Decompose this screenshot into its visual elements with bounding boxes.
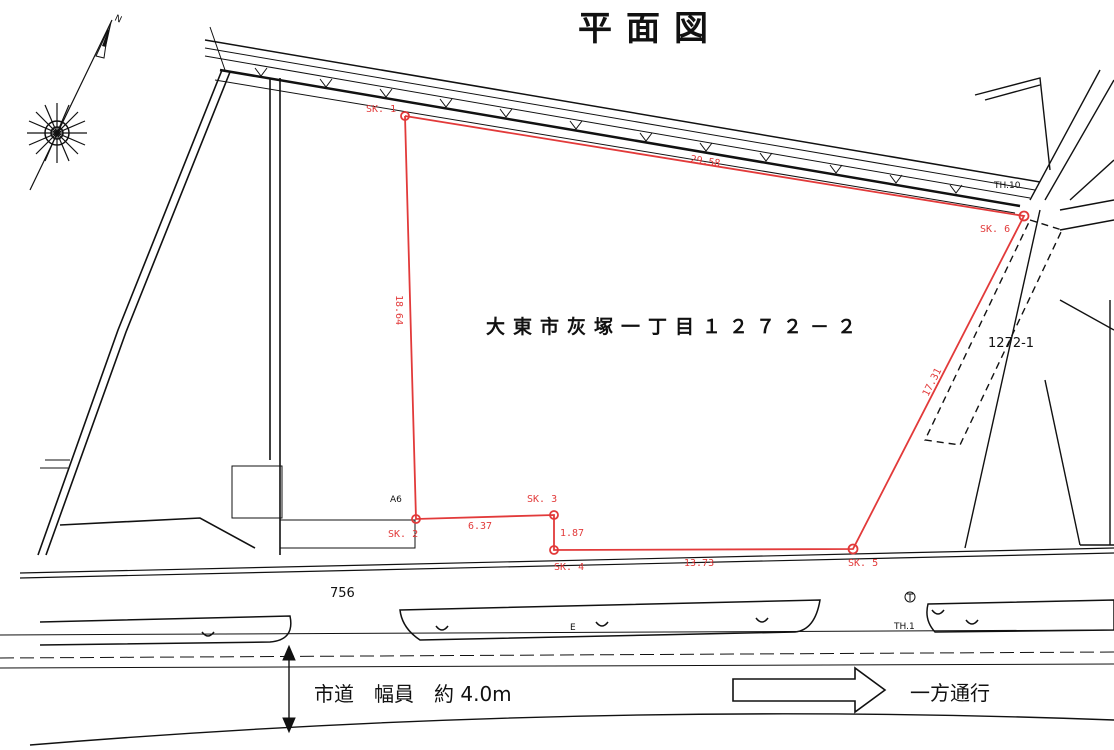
- survey-point-label: SK. 3: [527, 494, 557, 505]
- road-width-label: 市道 幅員 約 4.0m: [314, 682, 512, 706]
- benchmark-th10-label: TH.10: [993, 181, 1021, 191]
- one-way-label: 一方通行: [910, 681, 990, 705]
- plan-title: 平面図: [578, 9, 722, 49]
- road-number-label: 756: [330, 586, 355, 601]
- left-parcel-outline: [37, 69, 416, 556]
- compass-icon: N: [27, 14, 123, 191]
- bottom-road-lines: [0, 547, 1114, 746]
- benchmark-th1-label: TH.1: [893, 622, 915, 632]
- edge-length-label: 1.87: [560, 528, 584, 539]
- adjacent-lot-label: 1272-1: [988, 336, 1034, 351]
- edge-length-label: 6.37: [468, 521, 492, 532]
- road-width-arrow: [282, 644, 296, 734]
- edge-length-label: 17.31: [921, 367, 944, 399]
- one-way-arrow-icon: [732, 666, 887, 714]
- benchmark-a6-label: A6: [390, 495, 402, 505]
- benchmark-e-label: E: [570, 623, 576, 633]
- survey-point-label: SK. 1: [366, 104, 396, 115]
- top-road-lines: [204, 26, 1041, 214]
- lot-boundary: [400, 111, 1030, 555]
- survey-point-label: SK. 6: [980, 224, 1010, 235]
- lot-address-label: 大東市灰塚一丁目１２７２－２: [486, 315, 864, 338]
- survey-point-label: SK. 4: [554, 562, 584, 573]
- edge-length-label: 29.58: [690, 154, 721, 170]
- right-parcel-outline: [923, 69, 1114, 549]
- north-label: N: [113, 14, 123, 26]
- edge-length-label: 13.73: [684, 558, 714, 569]
- fence-marks: [254, 67, 963, 194]
- road-curbs: [39, 599, 1114, 646]
- utility-pole-icon: [904, 591, 916, 603]
- survey-point-label: SK. 5: [848, 558, 878, 569]
- survey-point-label: SK. 2: [388, 529, 418, 540]
- edge-length-label: 18.64: [393, 295, 404, 325]
